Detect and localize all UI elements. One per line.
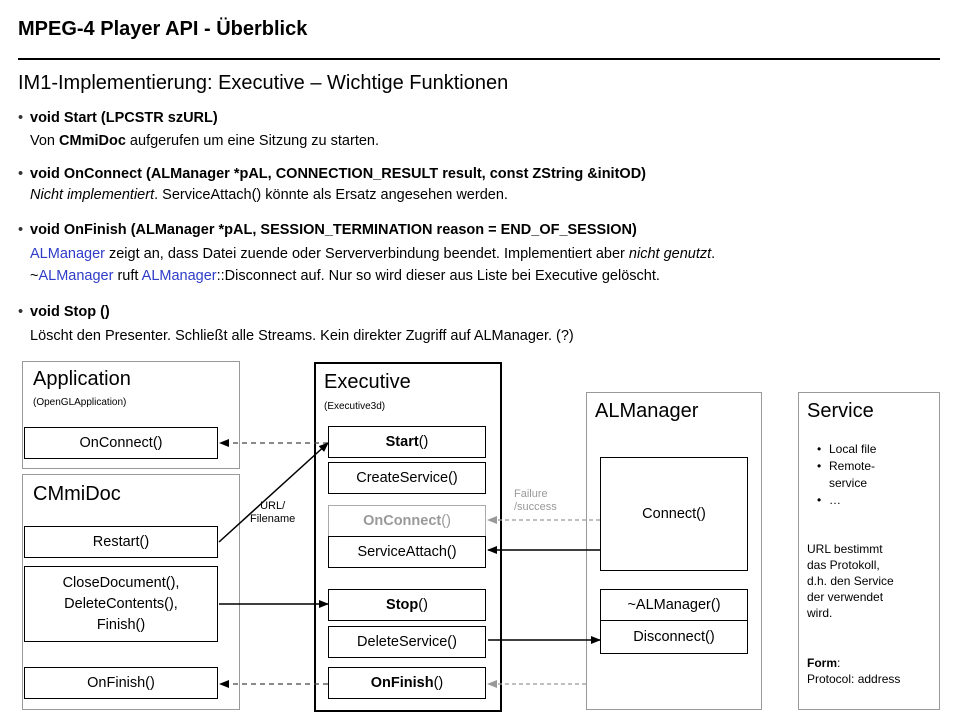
- cmmidoc-close-box[interactable]: CloseDocument(), DeleteContents(), Finis…: [24, 566, 218, 642]
- bullet-dot: •: [18, 110, 24, 126]
- service-form-value: Protocol: address: [807, 672, 901, 686]
- bullet-dot: •: [18, 304, 24, 320]
- executive-start-box[interactable]: Start(): [328, 426, 486, 458]
- service-title: Service: [807, 400, 874, 422]
- service-form-label: Form:: [807, 656, 841, 670]
- almanager-destructor-box[interactable]: ~ALManager(): [600, 589, 748, 621]
- executive-onconnect-box[interactable]: OnConnect(): [328, 505, 486, 537]
- almanager-title: ALManager: [595, 400, 699, 422]
- cmmidoc-title: CMmiDoc: [33, 483, 121, 505]
- url-filename-label: URL/ Filename: [250, 500, 296, 525]
- bullet-dot: •: [18, 222, 24, 238]
- almanager-disconnect-box[interactable]: Disconnect(): [600, 620, 748, 654]
- executive-onfinish-box[interactable]: OnFinish(): [328, 667, 486, 699]
- cmmidoc-restart-box[interactable]: Restart(): [24, 526, 218, 558]
- executive-deleteservice-box[interactable]: DeleteService(): [328, 626, 486, 658]
- arrow-restart-to-executive-start: [218, 442, 329, 543]
- bullet-stop-signature: void Stop (): [30, 304, 110, 320]
- executive-stop-box[interactable]: Stop(): [328, 589, 486, 621]
- service-types-list: Local file Remote- service …: [817, 441, 876, 509]
- bullet-start-description: Von CMmiDoc aufgerufen um eine Sitzung z…: [30, 133, 380, 149]
- bullet-onconnect-description: Nicht implementiert. ServiceAttach() kön…: [30, 187, 508, 203]
- executive-createservice-box[interactable]: CreateService(): [328, 462, 486, 494]
- service-item-remote-service: Remote- service: [817, 458, 876, 492]
- page-subtitle: IM1-Implementierung: Executive – Wichtig…: [18, 72, 509, 94]
- cmmidoc-onfinish-box[interactable]: OnFinish(): [24, 667, 218, 699]
- title-divider: [18, 58, 940, 60]
- bullet-stop-description: Löscht den Presenter. Schließt alle Stre…: [30, 328, 574, 344]
- executive-serviceattach-box[interactable]: ServiceAttach(): [328, 536, 486, 568]
- failure-success-label: Failure /success: [514, 488, 557, 513]
- almanager-connect-box[interactable]: Connect(): [600, 457, 748, 571]
- bullet-onfinish-description-2: ~ALManager ruft ALManager::Disconnect au…: [30, 268, 660, 284]
- bullet-onfinish-description-1: ALManager zeigt an, dass Datei zuende od…: [30, 246, 716, 262]
- application-subtitle: (OpenGLApplication): [33, 397, 127, 408]
- application-onconnect-box[interactable]: OnConnect(): [24, 427, 218, 459]
- bullet-start-signature: void Start (LPCSTR szURL): [30, 110, 218, 126]
- service-note: URL bestimmt das Protokoll, d.h. den Ser…: [807, 542, 894, 620]
- bullet-onfinish-signature: void OnFinish (ALManager *pAL, SESSION_T…: [30, 222, 637, 238]
- executive-title: Executive: [324, 371, 411, 393]
- page-title: MPEG-4 Player API - Überblick: [18, 18, 308, 40]
- bullet-dot: •: [18, 166, 24, 182]
- application-title: Application: [33, 368, 131, 390]
- service-item-local-file: Local file: [817, 441, 876, 458]
- service-panel: Service Local file Remote- service … URL…: [798, 392, 940, 710]
- bullet-onconnect-signature: void OnConnect (ALManager *pAL, CONNECTI…: [30, 166, 646, 182]
- service-item-more: …: [817, 492, 876, 509]
- executive-subtitle: (Executive3d): [324, 401, 386, 412]
